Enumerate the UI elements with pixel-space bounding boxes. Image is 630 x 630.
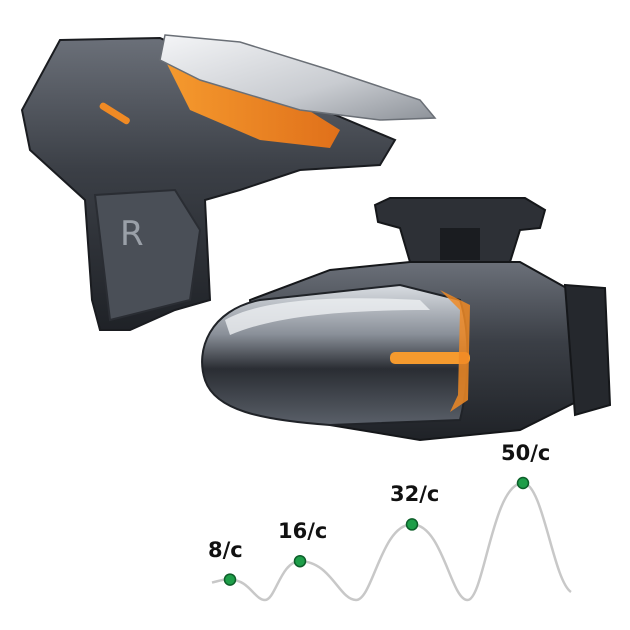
trigger-orange-edge: [440, 290, 470, 412]
rate-curve-line: [211, 481, 572, 602]
trigger-side-plate: [93, 188, 202, 322]
rate-label: 8/c: [208, 537, 243, 562]
rate-label: 50/c: [501, 441, 551, 465]
trigger-metal-plate: [159, 34, 437, 121]
nose-highlight: [225, 298, 430, 335]
right-trigger: [201, 197, 612, 442]
clip-slot: [440, 228, 480, 260]
trigger-led-stripe: [99, 102, 130, 125]
fire-rate-chart: [211, 476, 572, 602]
trigger-letter: R: [120, 214, 144, 254]
rate-point: [405, 518, 419, 531]
rate-label: 16/c: [278, 519, 328, 544]
trigger-end-cap: [563, 283, 612, 417]
rate-point: [223, 573, 237, 586]
trigger-led-stripe: [390, 352, 470, 364]
rate-point: [293, 554, 307, 568]
rate-label: 32/c: [390, 482, 440, 507]
left-trigger: R: [20, 34, 437, 331]
rate-point: [516, 476, 530, 490]
